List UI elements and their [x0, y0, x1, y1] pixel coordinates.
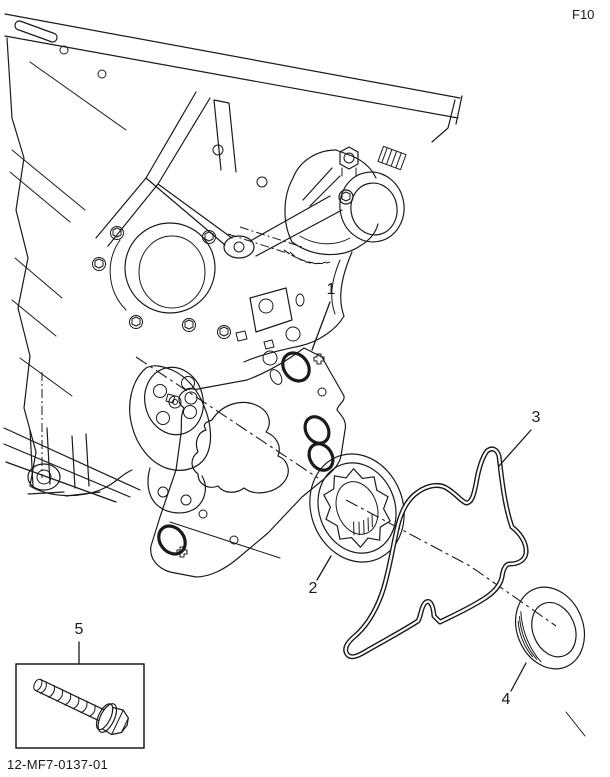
- callout-4[interactable]: 4: [501, 691, 511, 708]
- gasket-plate-part: [150, 347, 347, 578]
- callout-leader-lines: [78, 301, 532, 692]
- ribbed-connector-icon: [377, 145, 407, 171]
- callout-1[interactable]: 1: [326, 281, 336, 298]
- sensor-hex-icon: [339, 146, 359, 177]
- oil-pump-housing: [129, 365, 212, 514]
- water-outlet-drawing: [283, 145, 407, 265]
- callout-5[interactable]: 5: [74, 621, 84, 638]
- figure-code: F10: [572, 7, 595, 22]
- crank-seal-part: [514, 586, 586, 670]
- callout-2[interactable]: 2: [308, 580, 318, 597]
- outlet-flange: [339, 171, 405, 243]
- assembly-axis-lines: [135, 356, 586, 737]
- bolt-part: [33, 678, 129, 736]
- engine-block-drawing: [3, 13, 463, 514]
- crank-bore: [109, 222, 216, 314]
- figure-part-number: 12-MF7-0137-01: [7, 757, 109, 772]
- callout-3[interactable]: 3: [531, 409, 541, 426]
- pump-rotor-part: [309, 453, 405, 563]
- bolt-item-box: [15, 663, 145, 749]
- cover-gasket-part: [343, 446, 529, 660]
